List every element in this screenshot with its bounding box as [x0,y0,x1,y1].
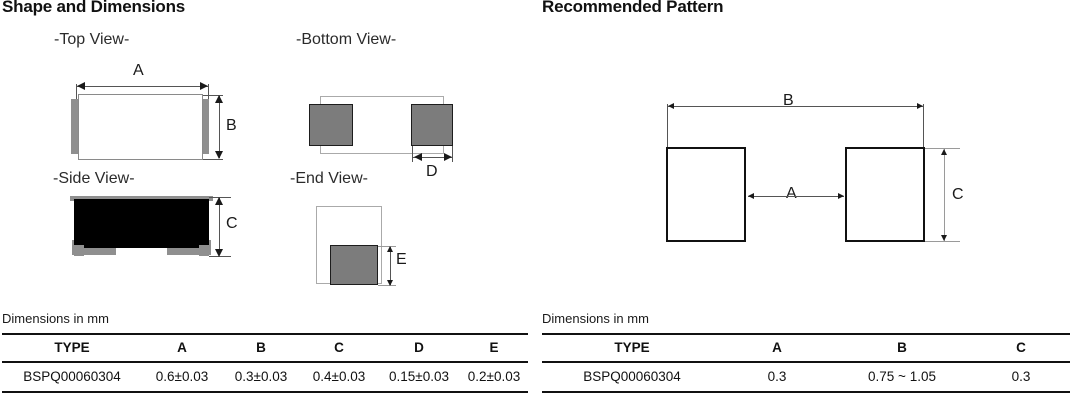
view-label-side: -Side View- [53,170,135,187]
bottom-view-pad-right [411,104,453,146]
dim-letter-b-top-view: B [226,117,237,134]
dim-line-c-pattern [944,149,945,241]
arrow-d-right-icon [444,153,452,161]
bottom-view-pad-left [309,104,353,146]
page-title-shape-dimensions: Shape and Dimensions [2,0,186,16]
arrow-b-up-icon [215,95,223,103]
dim-line-c-side-view [219,198,220,255]
arrow-b-down-icon [215,151,223,159]
arrow-c-down-icon [215,249,223,257]
dim-letter-a-pattern: A [786,185,797,202]
top-view-body [78,94,203,160]
table-row: BSPQ00060304 0.6±0.03 0.3±0.03 0.4±0.03 0.15… [2,362,528,392]
dim-line-e [390,247,391,285]
ext-line-c-pattern-bottom [925,241,960,242]
col-header-right-1: A [772,340,782,356]
dim-letter-c-side-view: C [226,215,238,232]
cell-left-0-2: 0.3±0.03 [234,369,288,385]
ext-line-b-pattern-right [923,104,924,148]
end-view-pad [330,245,378,285]
dim-letter-b-pattern: B [783,92,794,109]
dim-line-a-top-view [77,86,208,87]
ext-line-b-top [203,95,223,96]
dim-line-a-pattern [748,196,844,197]
ext-line-c-pattern-top [925,148,960,149]
dim-letter-c-pattern: C [952,186,964,203]
arrow-a-pattern-left-icon [748,193,754,199]
col-header-right-3: C [1016,340,1026,356]
arrow-b-pattern-right-icon [917,103,923,109]
cell-right-0-2: 0.75 ~ 1.05 [868,369,936,385]
dimensions-table-right: TYPE A B C BSPQ00060304 0.3 0.75 ~ 1.05 0.3 [542,333,1070,393]
cell-left-0-4: 0.15±0.03 [389,369,449,385]
arrow-b-pattern-left-icon [668,103,674,109]
arrow-d-left-icon [414,153,422,161]
col-header-left-0: TYPE [54,340,90,356]
col-header-left-5: E [489,340,499,356]
dim-letter-e: E [396,251,407,268]
ext-line-b-bottom [203,159,223,160]
cell-left-0-0: BSPQ00060304 [23,369,121,385]
dim-line-b-pattern [668,106,923,107]
cell-left-0-5: 0.2±0.03 [467,369,521,385]
arrow-a-pattern-right-icon [838,193,844,199]
shape-and-dimensions-panel: Shape and Dimensions -Top View- A B -Bot… [2,0,528,393]
cell-left-0-1: 0.6±0.03 [155,369,209,385]
pattern-pad-right [845,147,925,242]
dim-line-d [413,157,452,158]
units-note-left: Dimensions in mm [2,311,109,326]
ext-line-d-left [412,146,413,162]
ext-line-a-left [76,84,77,106]
col-header-left-3: C [334,340,344,356]
arrow-a-right-icon [200,82,208,90]
dim-line-b-top-view [219,96,220,158]
table-row: BSPQ00060304 0.3 0.75 ~ 1.05 0.3 [542,362,1070,392]
arrow-c-up-icon [215,197,223,205]
ext-line-b-pattern-left [667,104,668,148]
cell-right-0-1: 0.3 [767,369,787,385]
dim-letter-d: D [426,163,438,180]
table-right-header-row: TYPE A B C [542,334,1070,362]
arrow-a-left-icon [77,82,85,90]
dim-letter-a-top-view: A [133,62,144,79]
view-label-end: -End View- [290,170,368,187]
arrow-c-pattern-down-icon [941,235,947,241]
view-label-top: -Top View- [54,31,130,48]
ext-line-d-right [452,146,453,162]
cell-left-0-3: 0.4±0.03 [312,369,366,385]
side-view-body-lower [84,199,199,248]
table-left-header-row: TYPE A B C D E [2,334,528,362]
arrow-e-up-icon [387,246,393,252]
page-title-recommended-pattern: Recommended Pattern [542,0,724,16]
col-header-left-4: D [414,340,424,356]
dimensions-table-left: TYPE A B C D E BSPQ00060304 0.6±0.03 0.3±0.03 0.… [2,333,528,393]
cell-right-0-3: 0.3 [1011,369,1031,385]
arrow-e-down-icon [387,280,393,286]
pattern-pad-left [666,147,746,242]
col-header-left-1: A [177,340,187,356]
col-header-left-2: B [256,340,266,356]
cell-right-0-0: BSPQ00060304 [583,369,681,385]
units-note-right: Dimensions in mm [542,311,649,326]
recommended-pattern-panel: Recommended Pattern B A C Dimensions in … [540,0,1080,410]
col-header-right-2: B [897,340,907,356]
col-header-right-0: TYPE [614,340,650,356]
arrow-c-pattern-up-icon [941,149,947,155]
view-label-bottom: -Bottom View- [296,31,397,48]
